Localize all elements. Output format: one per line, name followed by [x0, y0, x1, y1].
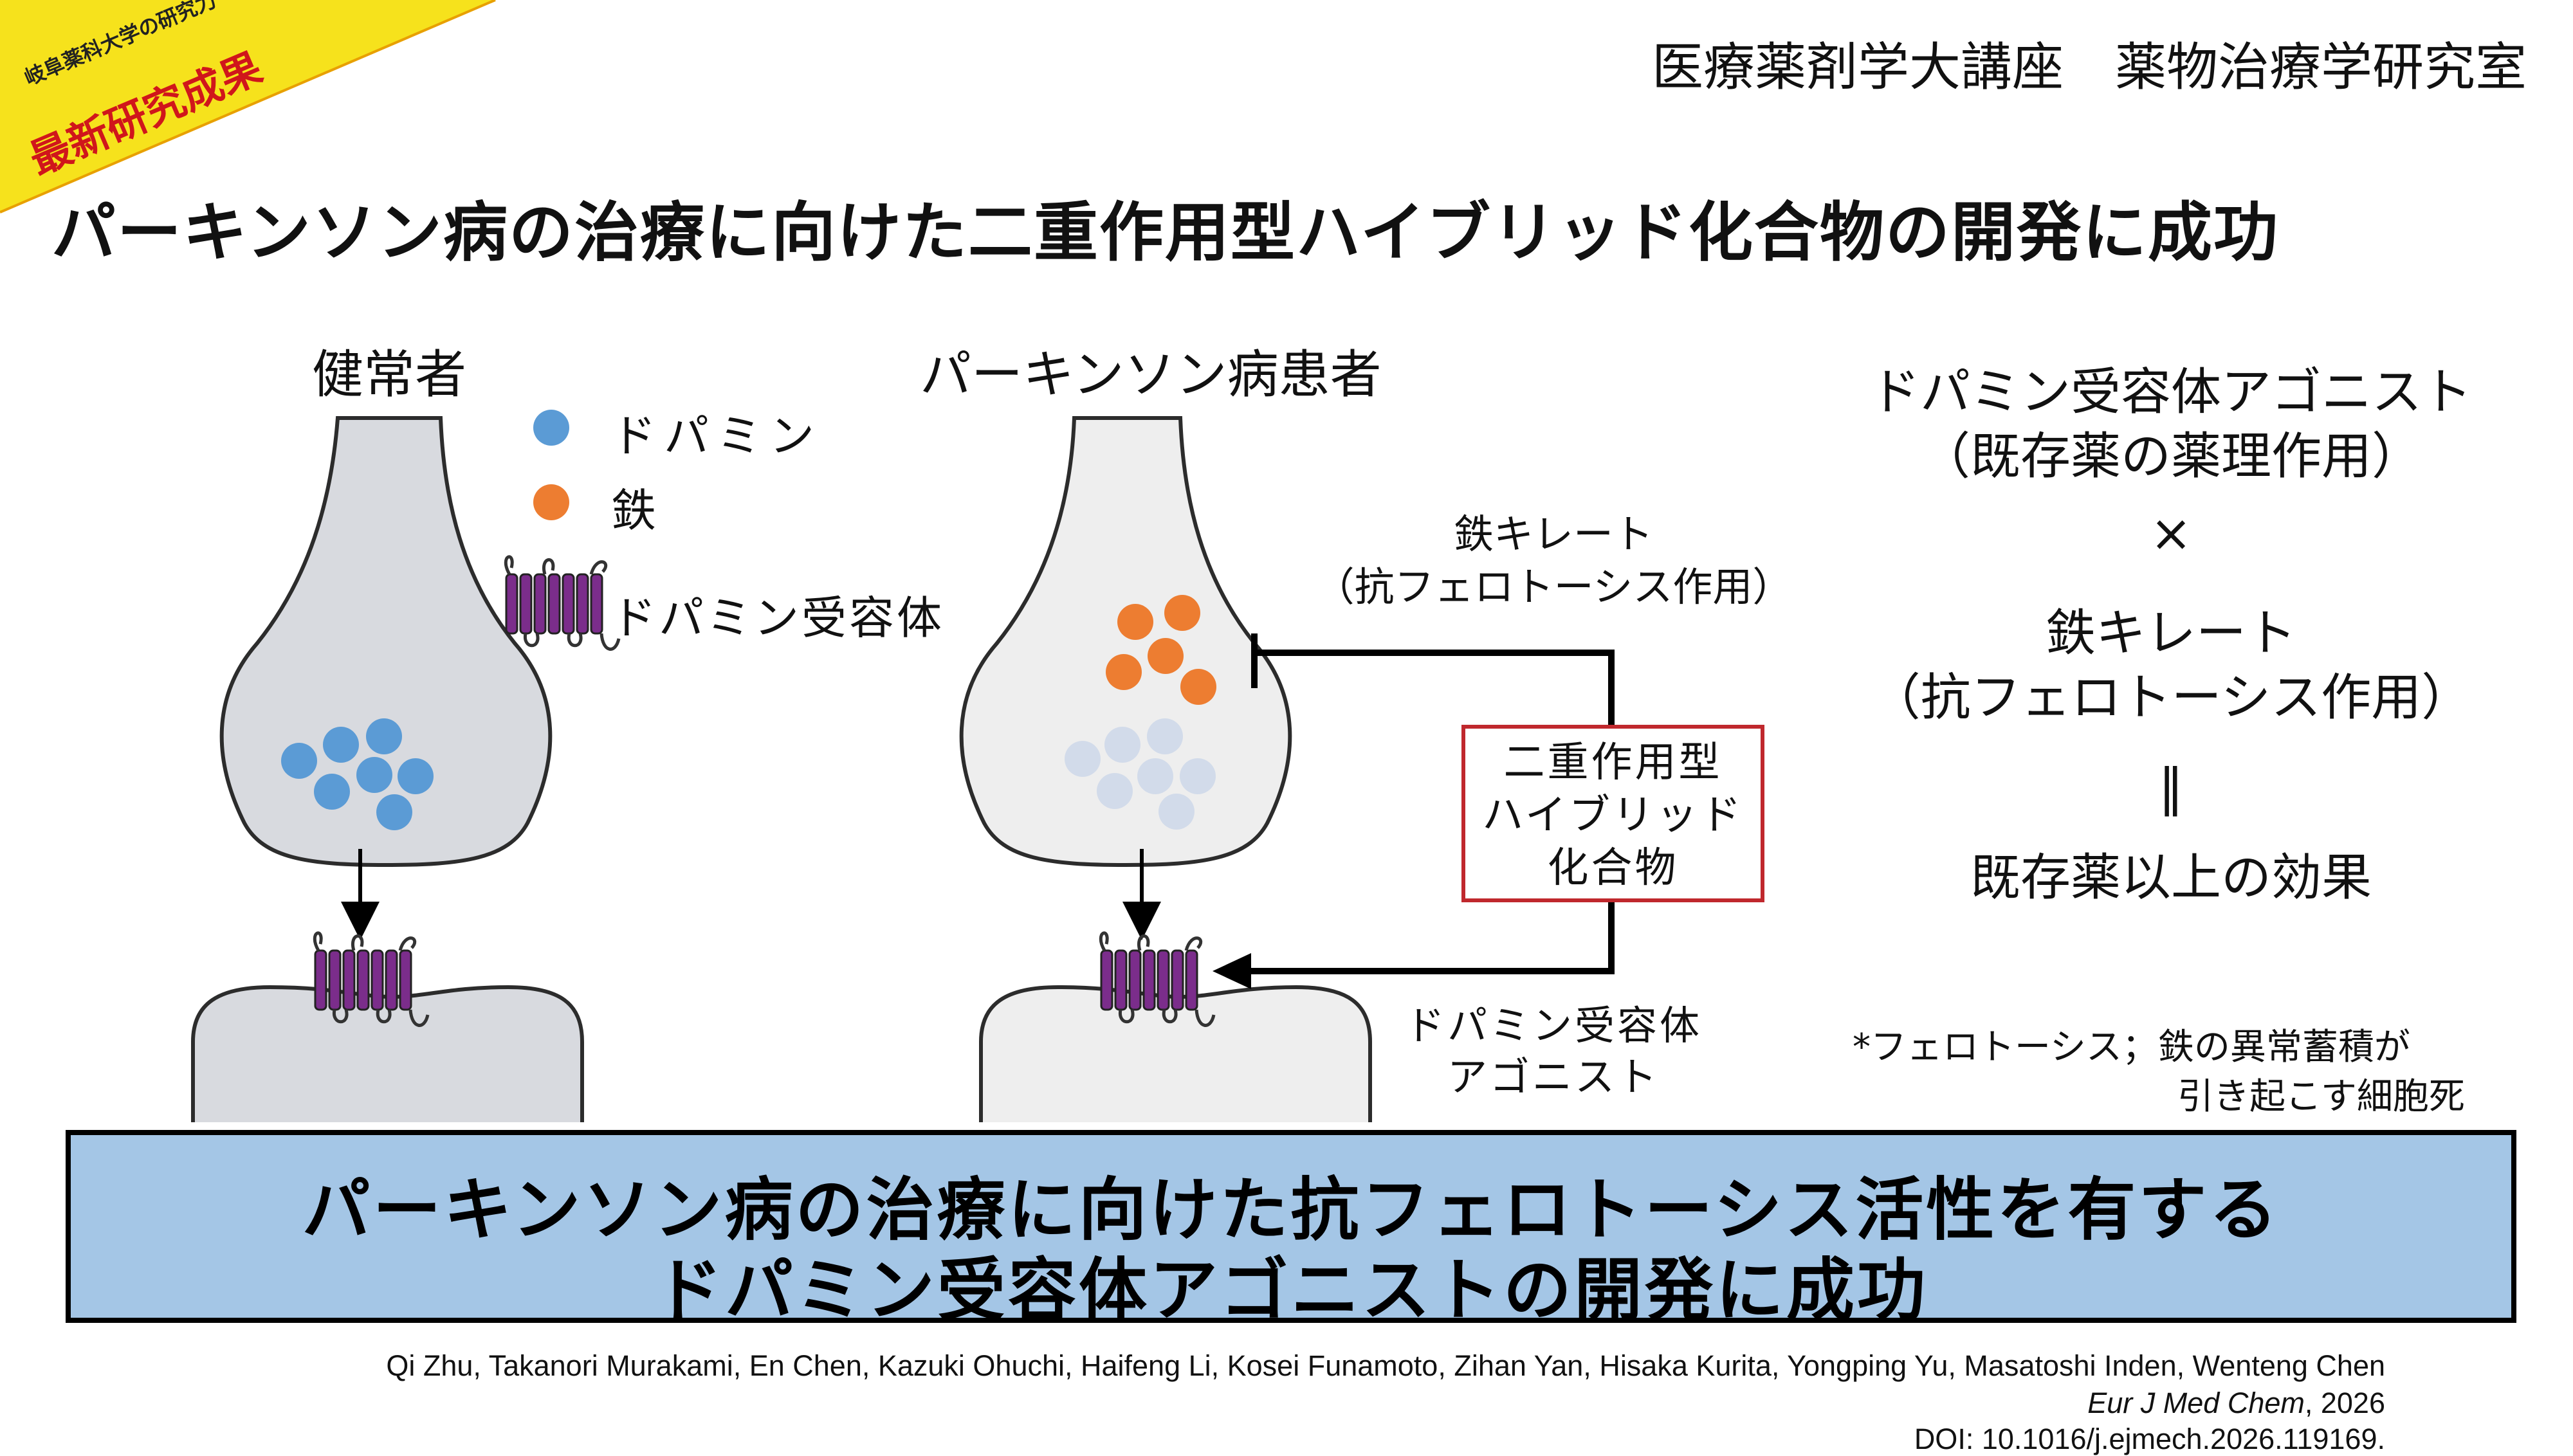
hybrid-compound-box: [1461, 725, 1764, 902]
summary-iron-chelate-note: （抗フェロトーシス作用）: [1870, 669, 2472, 727]
healthy-dopamine-cluster: [281, 718, 434, 830]
iron-dot: [1148, 638, 1184, 674]
receptor-loops: [504, 555, 621, 651]
footnote-line-2: 引き起こす細胞死: [2177, 1076, 2465, 1118]
agonist-label: ドパミン受容体 アゴニスト: [1370, 1000, 1737, 1103]
reference-year: , 2026: [2304, 1387, 2385, 1419]
receptor-helix: [328, 949, 342, 1011]
receptor-helix: [1114, 949, 1128, 1011]
healthy-receptor: [313, 931, 430, 1027]
legend-receptor-icon: [504, 555, 621, 651]
receptor-helix: [1100, 949, 1113, 1011]
reference-authors: Qi Zhu, Takanori Murakami, En Chen, Kazu…: [386, 1349, 2385, 1382]
receptor-helix: [399, 949, 412, 1011]
faded-dopamine-dot: [1104, 727, 1140, 763]
hybrid-line-3: 化合物: [1547, 844, 1679, 892]
iron-dot: [1106, 654, 1142, 690]
patient-receptor: [1099, 931, 1216, 1027]
receptor-helix: [1185, 949, 1198, 1011]
receptor-helix: [385, 949, 398, 1011]
receptor-loops: [1099, 931, 1216, 1027]
faded-dopamine-dot: [1180, 758, 1216, 794]
patient-dopamine-cluster: [1065, 718, 1216, 830]
footnote-line-1: *フェロトーシス；鉄の異常蓄積が: [1853, 1026, 2410, 1068]
legend-dopamine-dot: [533, 410, 569, 446]
dopamine-dot: [281, 743, 317, 779]
receptor-helix: [505, 573, 518, 635]
receptor-helix: [590, 573, 603, 635]
dopamine-dot: [376, 794, 412, 830]
faded-dopamine-dot: [1158, 794, 1195, 830]
corner-banner: [0, 0, 496, 214]
hybrid-line-1: 二重作用型: [1503, 739, 1723, 787]
receptor-helix: [576, 573, 589, 635]
receptor-helix: [533, 573, 547, 635]
faded-dopamine-dot: [1097, 773, 1133, 809]
receptor-helix: [371, 949, 384, 1011]
conclusion-line-1: パーキンソン病の治療に向けた抗フェロトーシス活性を有する: [302, 1170, 2280, 1250]
iron-dot: [1164, 595, 1200, 631]
department-label: 医療薬剤学大講座 薬物治療学研究室: [1652, 37, 2527, 97]
faded-dopamine-dot: [1147, 718, 1183, 754]
legend-iron-label: 鉄: [611, 484, 656, 537]
iron-chelate-title: 鉄キレート: [1453, 511, 1653, 558]
patient-label: パーキンソン病患者: [920, 345, 1382, 405]
summary-agonist: ドパミン受容体アゴニスト: [1869, 363, 2472, 421]
legend-dopamine-label: ドパミン: [611, 410, 822, 462]
faded-dopamine-dot: [1137, 758, 1173, 794]
receptor-helix: [314, 949, 327, 1011]
iron-dot: [1117, 604, 1153, 640]
summary-equals-sign: ‖: [2158, 759, 2184, 817]
reference-doi: DOI: 10.1016/j.ejmech.2026.119169.: [1914, 1423, 2385, 1455]
summary-result: 既存薬以上の効果: [1970, 849, 2372, 907]
agonist-label-line-2: アゴニスト: [1447, 1053, 1660, 1100]
receptor-helix: [519, 573, 533, 635]
patient-iron-cluster: [1106, 595, 1216, 705]
receptor-helix: [342, 949, 356, 1011]
summary-column: ドパミン受容体アゴニスト （既存薬の薬理作用） × 鉄キレート （抗フェロトーシ…: [1833, 360, 2509, 910]
reference-journal-line: Eur J Med Chem, 2026: [2087, 1387, 2385, 1420]
iron-chelate-subtitle: （抗フェロトーシス作用）: [1314, 563, 1793, 610]
summary-agonist-note: （既存薬の薬理作用）: [1919, 428, 2422, 486]
dopamine-dot: [398, 758, 434, 794]
receptor-loops: [313, 931, 430, 1027]
iron-dot: [1180, 669, 1216, 705]
dopamine-dot: [323, 727, 359, 763]
agonist-arrowhead: [1213, 953, 1251, 989]
dopamine-dot: [314, 774, 350, 810]
receptor-helix: [1171, 949, 1184, 1011]
receptor-helix: [1128, 949, 1142, 1011]
receptor-helix: [356, 949, 370, 1011]
dopamine-dot: [356, 757, 392, 793]
receptor-helix: [562, 573, 575, 635]
receptor-helix: [1142, 949, 1156, 1011]
legend-iron-dot: [533, 484, 569, 520]
healthy-label: 健常者: [312, 345, 466, 405]
conclusion-box: パーキンソン病の治療に向けた抗フェロトーシス活性を有する ドパミン受容体アゴニス…: [66, 1130, 2516, 1330]
hybrid-line-2: ハイブリッド: [1482, 792, 1744, 839]
hybrid-compound-label: 二重作用型 ハイブリッド 化合物: [1463, 736, 1763, 895]
faded-dopamine-dot: [1065, 741, 1101, 777]
iron-chelate-label: 鉄キレート （抗フェロトーシス作用）: [1306, 508, 1801, 614]
agonist-arrow: [1238, 900, 1615, 974]
conclusion-line-2: ドパミン受容体アゴニストの開発に成功: [654, 1251, 1928, 1330]
iron-chelate-inhibition-line: [1251, 633, 1615, 727]
summary-iron-chelate: 鉄キレート: [2045, 605, 2296, 662]
summary-times-sign: ×: [2150, 505, 2192, 563]
reference-journal: Eur J Med Chem: [2087, 1387, 2305, 1419]
patient-presynaptic-terminal: [959, 416, 1292, 868]
dopamine-dot: [366, 718, 402, 754]
receptor-helix: [547, 573, 561, 635]
main-title: パーキンソン病の治療に向けた二重作用型ハイブリッド化合物の開発に成功: [51, 195, 2279, 270]
agonist-label-line-1: ドパミン受容体: [1404, 1002, 1702, 1049]
legend-receptor-label: ドパミン受容体: [611, 592, 944, 644]
receptor-helix: [1157, 949, 1170, 1011]
